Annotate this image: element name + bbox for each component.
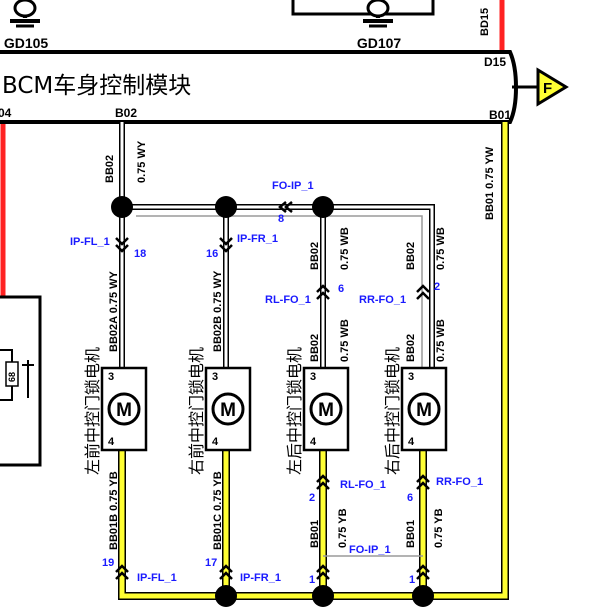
connector-pin: 1 (409, 574, 415, 586)
motor-fl-name: 左前中控门锁电机 (83, 347, 102, 475)
left-component-box (0, 295, 42, 467)
wire-label: BB02 (104, 155, 116, 183)
connector-label: IP-FR_1 (237, 233, 278, 245)
motor-fr: M 3 4 (204, 366, 252, 452)
wire-label: BB02 (405, 334, 417, 362)
ground-gd107 (291, 0, 435, 28)
motor-pin: 4 (108, 436, 115, 448)
motor-rr-name: 右后中控门锁电机 (383, 347, 402, 475)
motor-pin: 4 (310, 436, 317, 448)
wire-label: BB01C 0.75 YB (212, 471, 224, 550)
wire-label: 0.75 WB (339, 227, 351, 270)
ground-gd107-label: GD107 (357, 35, 402, 51)
motor-symbol: M (416, 400, 432, 421)
motor-pin: 3 (310, 371, 316, 383)
wire-label: 0.75 YB (433, 508, 445, 548)
wire-label: BB02A 0.75 WY (108, 270, 120, 352)
wire-label: BB01 (309, 520, 321, 548)
motor-pin: 3 (108, 371, 114, 383)
connector-label: IP-FR_1 (240, 572, 281, 584)
splice-dot (312, 196, 334, 218)
connector-pin: 6 (407, 492, 413, 504)
motor-symbol: M (318, 400, 334, 421)
motor-pin: 4 (408, 436, 415, 448)
bcm-module-title: BCM车身控制模块 (2, 73, 191, 99)
wire-label: BB02 (405, 242, 417, 270)
splice-dot (215, 585, 237, 607)
motor-pin: 4 (212, 436, 219, 448)
connector-label: RR-FO_1 (436, 476, 483, 488)
connector-pin: 19 (102, 557, 114, 569)
connector-label: IP-FL_1 (70, 236, 110, 248)
connector-pin: 17 (205, 557, 217, 569)
motor-symbol: M (220, 400, 236, 421)
motor-rr: M 3 4 (400, 366, 448, 452)
motor-pin: 3 (408, 371, 414, 383)
flag-f-label: F (543, 80, 552, 97)
connector-chevrons (115, 201, 430, 580)
splice-dot (412, 585, 434, 607)
motor-rl-name: 左后中控门锁电机 (285, 347, 304, 475)
wire-label: BB02 (309, 242, 321, 270)
wire-label: 0.75 WB (435, 227, 447, 270)
connector-label: RL-FO_1 (265, 294, 311, 306)
connector-pin: 18 (134, 248, 146, 260)
bd15-label: BD15 (479, 8, 491, 36)
motor-fr-name: 右前中控门锁电机 (187, 347, 206, 475)
wire-label: BB02 (309, 334, 321, 362)
wire-label: BB01B 0.75 YB (108, 471, 120, 550)
connector-pin: 6 (338, 283, 344, 295)
splice-dot (312, 585, 334, 607)
motor-fl: M 3 4 (100, 366, 148, 452)
wire-label: BB01 (405, 520, 417, 548)
motor-symbol: M (116, 400, 132, 421)
connector-label: RL-FO_1 (340, 479, 386, 491)
bcm-pin-b01: B01 (489, 108, 511, 122)
connector-pin: 2 (434, 281, 440, 293)
bcm-pin-b02: B02 (115, 106, 137, 120)
bcm-pin-d15: D15 (484, 55, 506, 69)
ground-gd105 (10, 0, 40, 28)
connector-label: FO-IP_1 (272, 180, 314, 192)
splice-dot (111, 196, 133, 218)
connector-pin: 16 (206, 248, 218, 260)
flag-f (536, 67, 569, 107)
connector-pin: 2 (309, 492, 315, 504)
connector-label: FO-IP_1 (349, 544, 391, 556)
bcm-pin-left: 04 (0, 106, 12, 120)
connector-label: RR-FO_1 (359, 294, 406, 306)
motor-rl: M 3 4 (302, 366, 350, 452)
connector-pin: 8 (278, 213, 284, 225)
connector-pin: 1 (309, 574, 315, 586)
connector-label: IP-FL_1 (137, 572, 177, 584)
ground-gd105-label: GD105 (4, 35, 49, 51)
wire-label: BB01 0.75 YW (484, 146, 496, 220)
wire-label: BB02B 0.75 WY (212, 270, 224, 352)
left-component-label: 68 (7, 372, 17, 382)
wire-label: 0.75 WB (435, 319, 447, 362)
wire-label: 0.75 YB (337, 508, 349, 548)
motor-pin: 3 (212, 371, 218, 383)
splice-dot (215, 196, 237, 218)
wire-label: 0.75 WY (136, 140, 148, 183)
wire-label: 0.75 WB (339, 319, 351, 362)
